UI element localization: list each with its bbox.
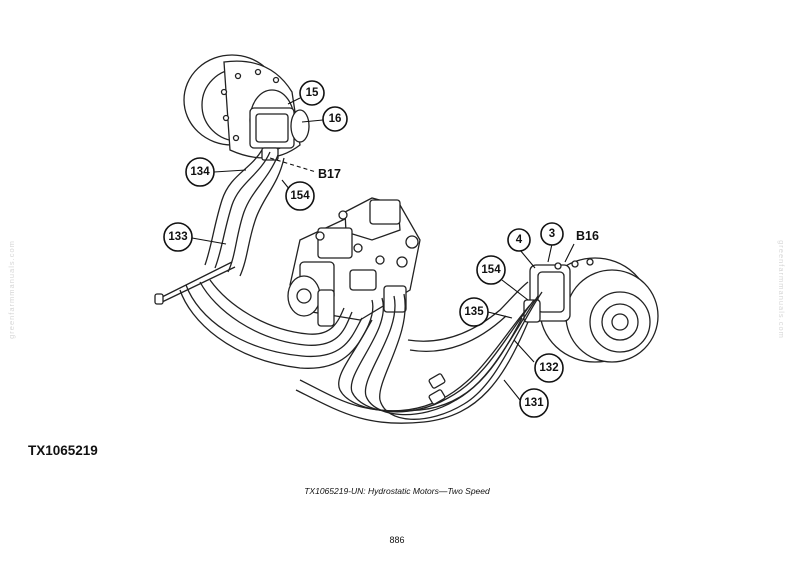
callout-154-top-label: 154: [290, 190, 310, 202]
callout-135-label: 135: [464, 306, 484, 318]
callout-154-right-label: 154: [481, 264, 501, 276]
callout-3: 3: [540, 222, 564, 246]
left-travel-motor: [183, 54, 310, 161]
motor-bolts: [220, 68, 280, 142]
callout-133-label: 133: [168, 231, 187, 243]
watermark-left: greenfarmmanuals.com: [6, 240, 16, 339]
label-b16: B16: [576, 229, 599, 243]
callout-15-label: 15: [306, 87, 319, 99]
callout-4: 4: [507, 228, 531, 252]
right-travel-motor: [523, 257, 659, 363]
callout-132: 132: [534, 353, 564, 383]
callout-134: 134: [185, 157, 215, 187]
callout-134-label: 134: [190, 166, 210, 178]
watermark-right: greenfarmmanuals.com: [776, 240, 786, 339]
hydraulic-hoses: [154, 149, 543, 424]
label-b17: B17: [318, 167, 341, 181]
callout-135: 135: [459, 297, 489, 327]
callout-16: 16: [322, 106, 348, 132]
callout-3-label: 3: [549, 228, 555, 240]
callout-4-label: 4: [516, 234, 523, 246]
center-control-valve: [287, 197, 421, 327]
callout-154-top: 154: [285, 181, 315, 211]
callout-131: 131: [519, 388, 549, 418]
callout-132-label: 132: [539, 362, 558, 374]
figure-id: TX1065219: [28, 443, 98, 458]
callout-154-right: 154: [476, 255, 506, 285]
page-number: 886: [389, 535, 405, 545]
leader-lines: [191, 97, 575, 401]
callout-16-label: 16: [329, 113, 342, 125]
figure-caption: TX1065219-UN: Hydrostatic Motors—Two Spe…: [304, 486, 490, 496]
callout-131-label: 131: [524, 397, 544, 409]
callout-15: 15: [299, 80, 325, 106]
callout-133: 133: [163, 222, 193, 252]
